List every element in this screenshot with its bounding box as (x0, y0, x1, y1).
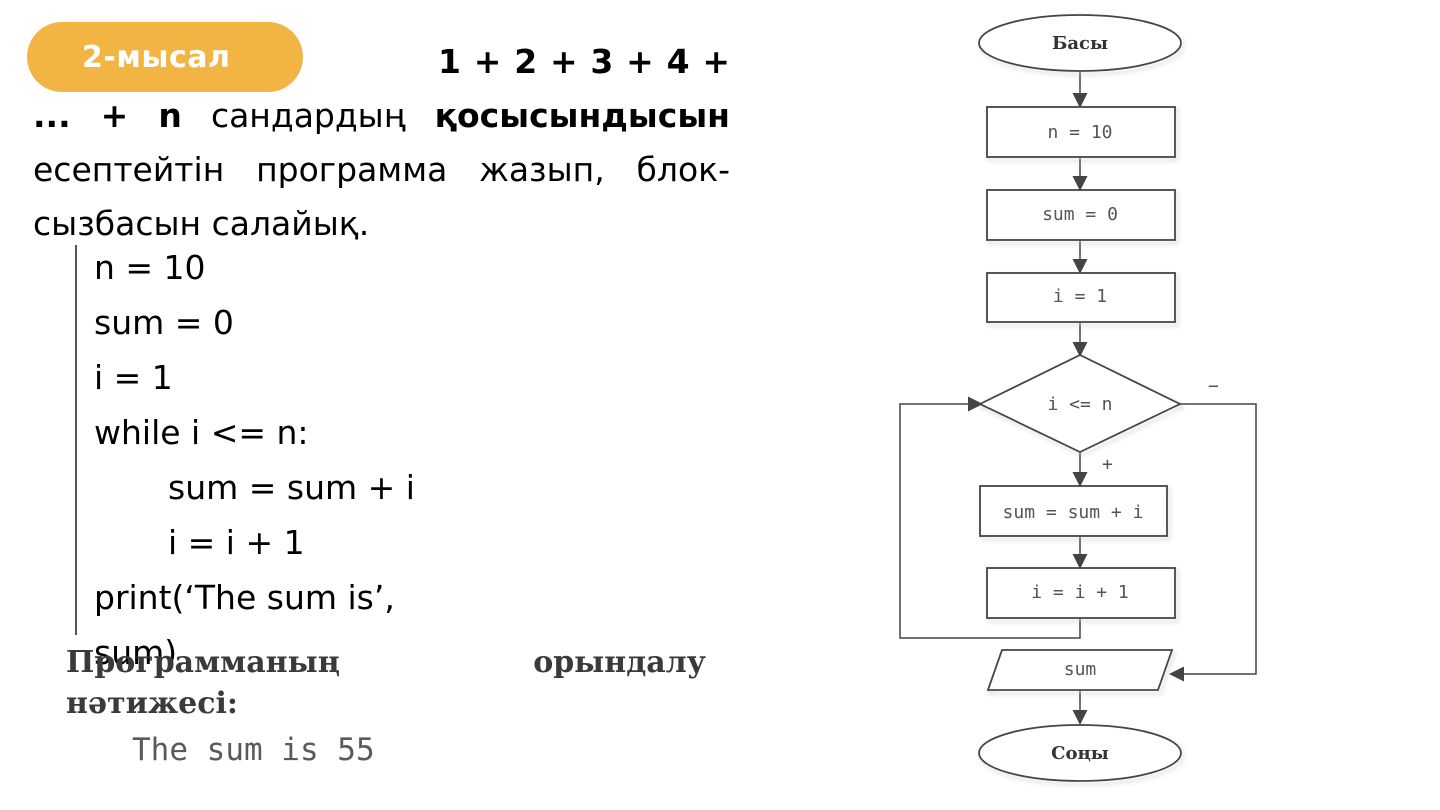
flow-step2-text: sum = 0 (1042, 204, 1118, 225)
flow-condition-text: i <= n (1047, 394, 1112, 415)
example-badge-label: 2-мысал (82, 39, 231, 75)
result-label-word2: орындалу (533, 645, 706, 680)
example-badge: 2-мысал (27, 22, 303, 92)
flow-step1-shape (986, 106, 1176, 158)
flow-end-shape (978, 724, 1182, 782)
flow-step3-text: i = 1 (1053, 286, 1107, 307)
code-left-border (75, 245, 77, 635)
flow-start-text: Басы (1052, 33, 1108, 54)
flow-step3-shape (986, 272, 1176, 323)
flow-yes-label: + (1102, 454, 1113, 475)
flow-step2-shape (986, 189, 1176, 241)
code-line: i = i + 1 (168, 523, 305, 562)
flow-start-shape (978, 14, 1182, 72)
result-label-word1: Программаның (66, 645, 340, 680)
task-emphasis: қосысындысын (434, 96, 730, 135)
flow-end-text: Соңы (1051, 743, 1109, 764)
task-text-1: сандардың (210, 96, 406, 135)
flow-no-label: − (1208, 376, 1219, 397)
flow-step1-text: n = 10 (1047, 122, 1112, 143)
flow-step5-text: i = i + 1 (1031, 582, 1129, 603)
flow-step4-shape (979, 485, 1168, 537)
flow-step4-text: sum = sum + i (1003, 502, 1144, 523)
task-text-3: программа жазып, блок-сызбасын (33, 150, 730, 243)
task-text-4: салайық. (211, 204, 370, 243)
flowchart: Басы n = 10 sum = 0 i = 1 i <= n + − sum… (899, 14, 1257, 782)
task-description: 1 + 2 + 3 + 4 + ... + n сандардың қосысы… (33, 35, 730, 251)
code-line: i = 1 (94, 358, 173, 397)
code-line: n = 10 (94, 248, 206, 287)
result-label-line2: нәтижесі: (66, 686, 239, 721)
code-line: sum = sum + i (168, 468, 415, 507)
code-block: n = 10 sum = 0 i = 1 while i <= n: sum =… (94, 240, 415, 680)
flow-step5-shape (986, 567, 1176, 619)
code-line: sum) (94, 633, 178, 672)
flow-output-shape (986, 649, 1174, 691)
flow-output-text: sum (1064, 659, 1097, 680)
sum-expression: 1 + 2 + 3 + 4 + ... + n (33, 42, 730, 135)
code-line: sum = 0 (94, 303, 234, 342)
flow-condition-shape (977, 353, 1183, 453)
result-label: Программаның орындалу (66, 640, 706, 686)
code-line: print(‘The sum is’, (94, 578, 395, 617)
program-output: The sum is 55 (132, 732, 375, 768)
task-text-2: есептейтін (33, 150, 225, 189)
code-line: while i <= n: (94, 413, 309, 452)
